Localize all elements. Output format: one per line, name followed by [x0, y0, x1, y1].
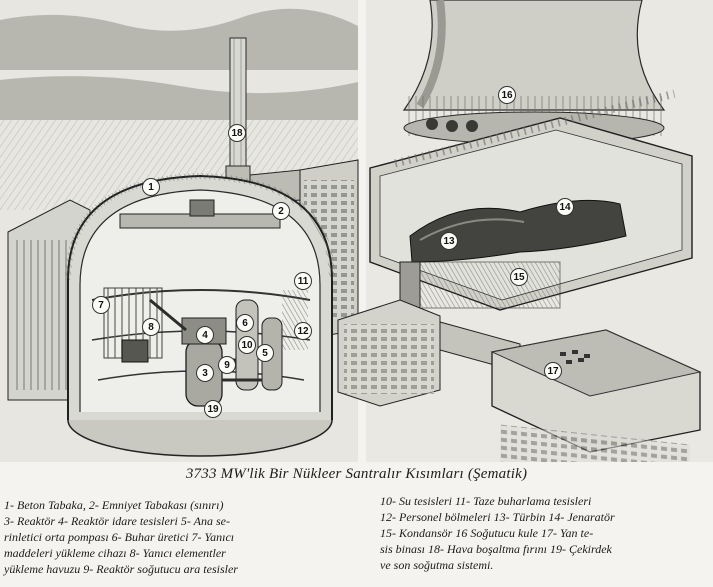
nuclear-plant-illustration [0, 0, 713, 462]
marker-5: 5 [256, 344, 274, 362]
legend-left: 1- Beton Tabaka, 2- Emniyet Tabakası (sı… [4, 498, 238, 576]
marker-1: 1 [142, 178, 160, 196]
marker-7: 7 [92, 296, 110, 314]
marker-18: 18 [228, 124, 246, 142]
legend-right: 10- Su tesisleri 11- Taze buharlama tesi… [380, 494, 615, 572]
marker-8: 8 [142, 318, 160, 336]
marker-6: 6 [236, 314, 254, 332]
turbine-hall [369, 89, 693, 323]
reactor-containment [65, 172, 335, 457]
marker-13: 13 [440, 232, 458, 250]
marker-12: 12 [294, 322, 312, 340]
marker-2: 2 [272, 202, 290, 220]
marker-11: 11 [294, 272, 312, 290]
marker-15: 15 [510, 268, 528, 286]
marker-16: 16 [498, 86, 516, 104]
exhaust-stack [225, 37, 251, 193]
cooling-tower [402, 0, 666, 145]
marker-17: 17 [544, 362, 562, 380]
marker-19: 19 [204, 400, 222, 418]
panel-divider [358, 0, 366, 462]
marker-14: 14 [556, 198, 574, 216]
marker-4: 4 [196, 326, 214, 344]
figure-caption: 3733 MW'lik Bir Nükleer Santralır Kısıml… [185, 466, 528, 482]
marker-9: 9 [218, 356, 236, 374]
auxiliary-buildings-right [337, 299, 702, 462]
marker-10: 10 [238, 336, 256, 354]
marker-3: 3 [196, 364, 214, 382]
